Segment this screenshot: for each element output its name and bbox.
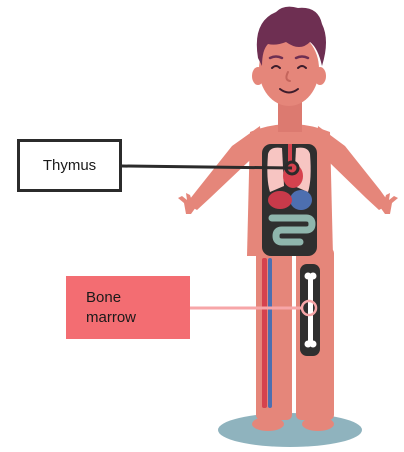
stomach [290, 190, 312, 210]
thymus-label-box: Thymus [17, 139, 122, 192]
left-leg [256, 248, 292, 420]
bone-marrow-label-box: Bone marrow [66, 276, 190, 339]
right-ear [314, 67, 326, 85]
thymus-leader-line [122, 166, 292, 168]
thymus-label: Thymus [43, 157, 96, 174]
lungs [267, 148, 284, 192]
bone-marrow-label-line-1: Bone [86, 288, 190, 308]
left-ear [252, 67, 264, 85]
liver [268, 191, 292, 209]
vein [268, 258, 272, 408]
right-foot [302, 417, 334, 431]
bone-marrow-label-line-2: marrow [86, 308, 190, 328]
artery [262, 258, 267, 408]
human-figure [178, 7, 398, 431]
left-foot [252, 417, 284, 431]
